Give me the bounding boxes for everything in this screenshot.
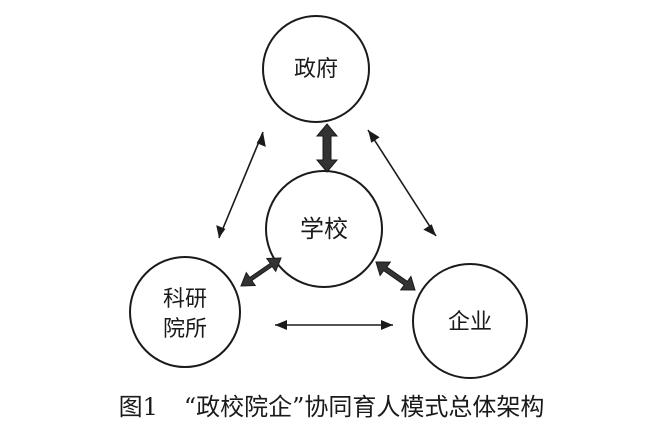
- arrow-research-enterprise: [275, 320, 393, 330]
- node-school-label: 学校: [300, 215, 348, 243]
- node-enterprise: 企业: [412, 263, 528, 379]
- node-research-institute-label-line1: 科研: [163, 287, 207, 312]
- node-school: 学校: [265, 170, 383, 288]
- node-school-circle: [265, 170, 383, 288]
- figure-title: “政校院企”协同育人模式总体架构: [183, 392, 545, 421]
- figure-number: 图1: [118, 392, 158, 421]
- node-enterprise-circle: [412, 263, 528, 379]
- thick-arrow-school-government: [315, 123, 339, 173]
- node-enterprise-label: 企业: [448, 310, 492, 335]
- node-research-institute: 科研 院所: [129, 256, 241, 368]
- arrow-government-enterprise: [367, 129, 437, 237]
- node-government-label: 政府: [294, 57, 338, 82]
- thick-arrow-school-enterprise: [375, 261, 416, 291]
- node-research-institute-circle: [129, 256, 241, 368]
- arrow-government-research: [216, 131, 266, 239]
- node-research-institute-label-line2: 院所: [163, 317, 207, 342]
- thick-arrow-school-research: [240, 257, 282, 287]
- node-government-circle: [262, 15, 370, 123]
- node-government: 政府: [262, 15, 370, 123]
- figure-caption: 图1 “政校院企”协同育人模式总体架构: [0, 384, 663, 424]
